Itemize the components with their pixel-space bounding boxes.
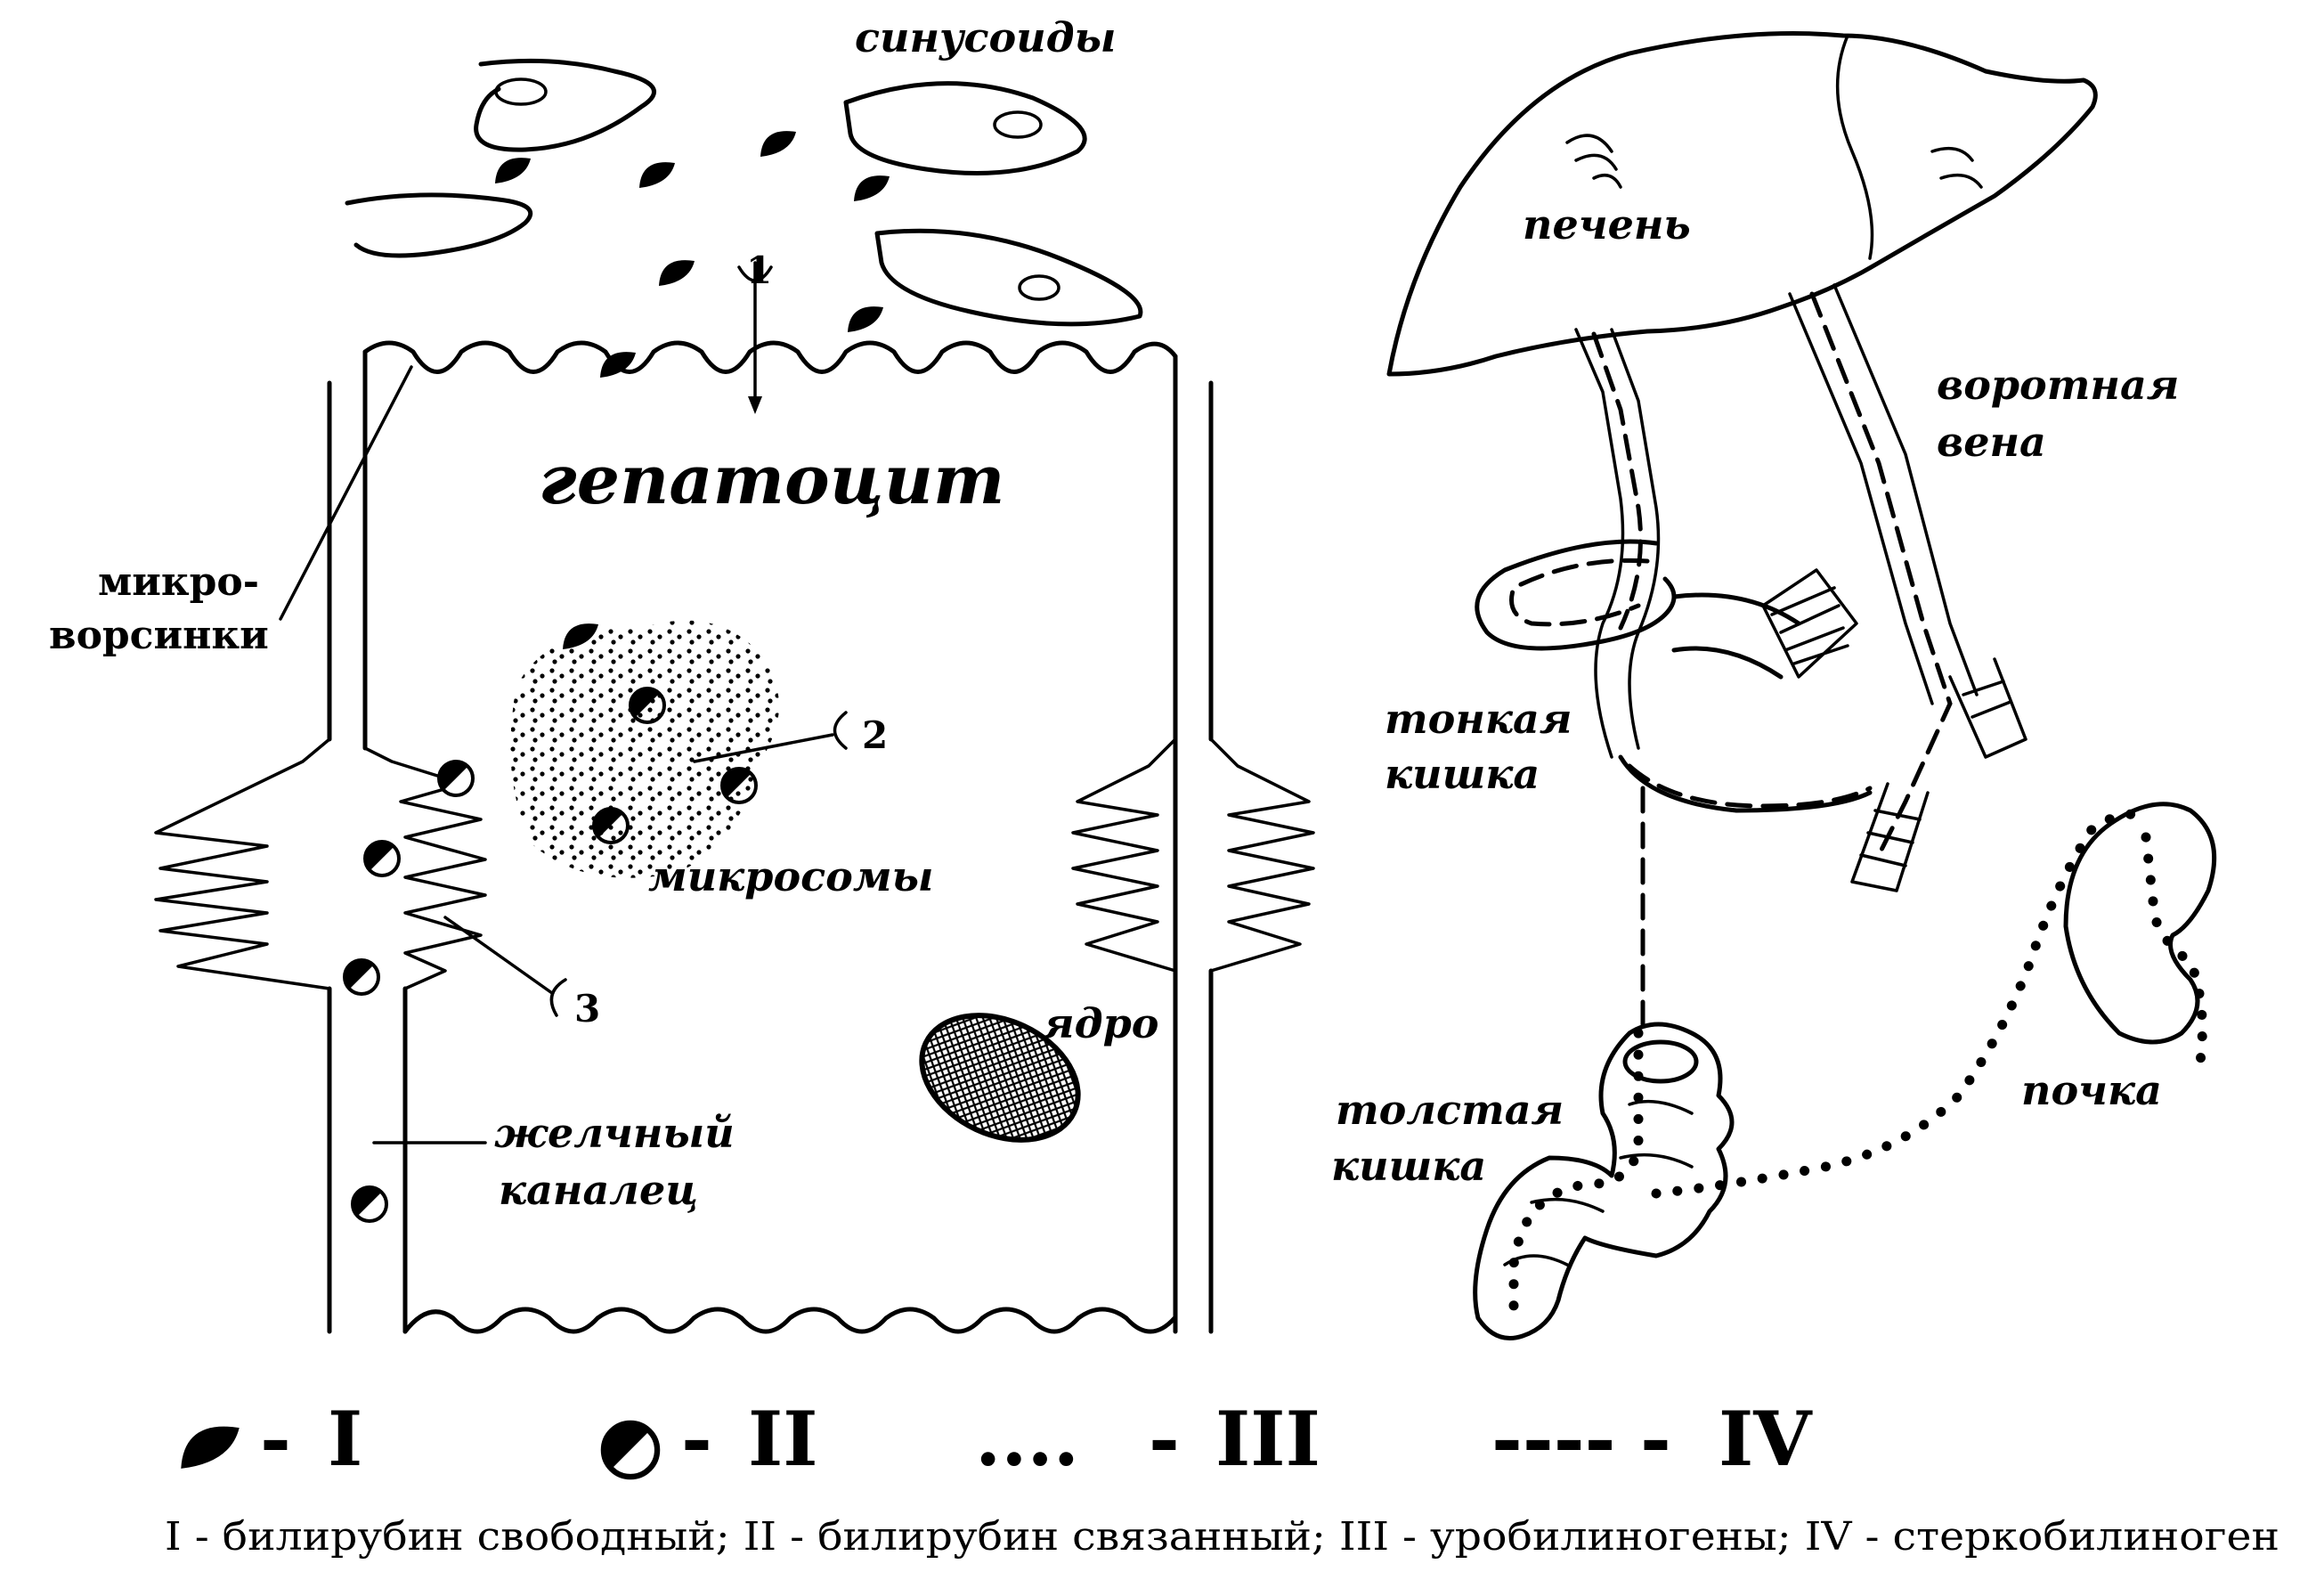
free-bilirubin-icon bbox=[760, 131, 796, 157]
urobilinogen-path bbox=[1651, 809, 2151, 1199]
vein-branch-right bbox=[1948, 657, 2027, 759]
free-bilirubin-icon bbox=[495, 158, 531, 183]
label-small-intestine-1: тонкая bbox=[1385, 695, 1572, 743]
half-filled-circle-icon bbox=[181, 1426, 240, 1469]
vein-branch-left bbox=[1850, 782, 1930, 892]
sinusoid-cell bbox=[874, 228, 1143, 327]
legend-roman-1: I bbox=[328, 1395, 362, 1483]
marker-3: 3 bbox=[574, 987, 600, 1030]
label-bile-canal-1: желчный bbox=[494, 1109, 735, 1157]
large-intestine bbox=[1473, 1022, 1735, 1340]
microsomes-region bbox=[510, 620, 779, 878]
sinusoid-nucleus bbox=[494, 77, 548, 106]
label-microvilli-1: микро- bbox=[98, 559, 259, 605]
portal-vein bbox=[1788, 283, 1979, 705]
legend-separator-1: - bbox=[260, 1395, 291, 1483]
marker-2: 2 bbox=[862, 713, 888, 757]
free-bilirubin-icon bbox=[854, 175, 890, 201]
legend-symbol-4: ---- bbox=[1491, 1395, 1615, 1483]
legend-item-4: ---- - IV bbox=[1491, 1395, 1813, 1483]
sinusoid-cell bbox=[843, 81, 1087, 175]
label-large-intestine-1: толстая bbox=[1336, 1086, 1564, 1134]
organs-group bbox=[1386, 31, 2217, 1340]
label-liver: печень bbox=[1523, 200, 1691, 248]
microvilli-bottom-membrane bbox=[402, 1307, 1177, 1334]
microvilli-top-membrane bbox=[362, 340, 1178, 374]
legend-separator-4: - bbox=[1640, 1395, 1671, 1483]
label-portal-vein-2: вена bbox=[1937, 418, 2046, 466]
free-bilirubin-particles bbox=[495, 131, 890, 649]
sinusoids-group bbox=[345, 58, 1143, 327]
hepatocyte-cell bbox=[154, 261, 1315, 1334]
bound-bilirubin-icon bbox=[343, 958, 380, 996]
kidney-shape bbox=[2063, 802, 2217, 1045]
label-kidney: почка bbox=[2021, 1066, 2162, 1114]
bound-bilirubin-icon bbox=[437, 760, 475, 797]
free-bilirubin-icon bbox=[848, 306, 883, 332]
legend-item-3: .... - III bbox=[975, 1395, 1320, 1483]
legend-roman-4: IV bbox=[1719, 1395, 1813, 1483]
liver-shape bbox=[1386, 31, 2098, 377]
sinusoid-nucleus bbox=[993, 110, 1043, 139]
nucleus bbox=[919, 1013, 1081, 1143]
marker-1: 1 bbox=[746, 248, 772, 292]
legend-item-1: - I bbox=[181, 1395, 362, 1483]
legend: - I - II .... - III ---- - IV I - билиру… bbox=[165, 1395, 2279, 1560]
legend-separator-2: - bbox=[681, 1395, 712, 1483]
label-hepatocyte: гепатоцит bbox=[539, 440, 1004, 519]
free-bilirubin-icon bbox=[659, 260, 695, 286]
bile-canaliculus-right bbox=[1071, 737, 1315, 973]
bile-duct bbox=[1574, 328, 1661, 759]
diagonal-half-circle-icon bbox=[604, 1423, 657, 1477]
free-bilirubin-icon bbox=[639, 162, 675, 188]
legend-caption: I - билирубин свободный; II - билирубин … bbox=[165, 1514, 2279, 1560]
label-portal-vein-1: воротная bbox=[1937, 361, 2179, 409]
urobilinogen-path bbox=[2141, 832, 2207, 1074]
label-large-intestine-2: кишка bbox=[1331, 1142, 1486, 1190]
sinusoid-cell bbox=[474, 58, 656, 152]
label-sinusoids: синусоиды bbox=[855, 13, 1116, 61]
urobilinogen-path bbox=[1508, 1028, 1644, 1315]
label-microvilli-2: ворсинки bbox=[49, 613, 269, 658]
bound-bilirubin-icon bbox=[363, 840, 401, 877]
sinusoid-cell bbox=[345, 192, 533, 258]
bile-canaliculus-left bbox=[154, 737, 487, 990]
label-bile-canal-2: каналец bbox=[499, 1166, 698, 1214]
bound-bilirubin-icon bbox=[351, 1185, 388, 1223]
label-small-intestine-2: кишка bbox=[1385, 750, 1540, 798]
legend-roman-3: III bbox=[1215, 1395, 1320, 1483]
legend-roman-2: II bbox=[748, 1395, 818, 1483]
small-intestine bbox=[1475, 539, 1677, 651]
legend-item-2: - II bbox=[604, 1395, 818, 1483]
sinusoid-nucleus bbox=[1018, 274, 1060, 301]
label-microsomes: микросомы bbox=[648, 852, 933, 900]
legend-separator-3: - bbox=[1149, 1395, 1180, 1483]
legend-symbol-3: .... bbox=[975, 1395, 1079, 1483]
coiled-segment bbox=[1761, 568, 1858, 679]
label-nucleus: ядро bbox=[1042, 999, 1158, 1047]
